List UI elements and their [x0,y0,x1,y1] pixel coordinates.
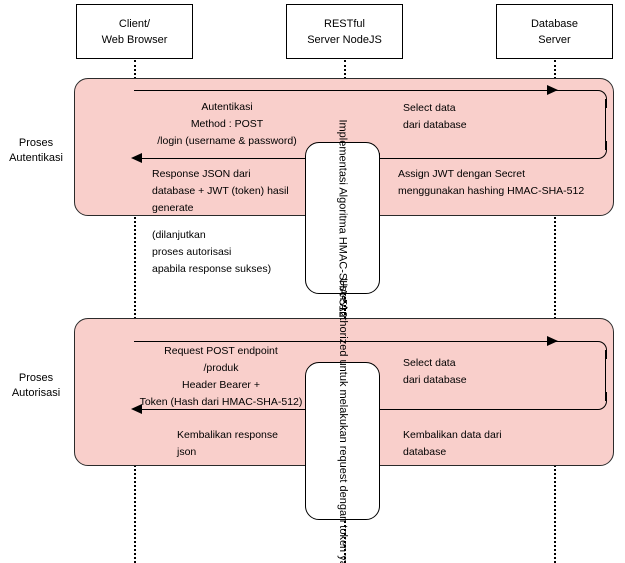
arrow-authz-request-head [547,336,558,346]
arrow-auth-dbreturn-top [554,90,598,91]
message-auth-note: (dilanjutkan proses autorisasi apabila r… [152,229,272,275]
lifeline-server [344,60,346,563]
phase-autorisasi-line1: Proses [18,372,54,384]
phase-autentikasi-line1: Proses [18,137,54,149]
message-auth-request: Autentikasi Method : POST /login (userna… [157,101,297,147]
arrow-auth-dbreturn-corner-top [589,90,607,108]
arrow-auth-dbreturn-bottom [377,158,590,159]
message-auth-response: Response JSON dari database + JWT (token… [152,168,289,214]
phase-autorisasi-line2: Autorisasi [11,387,61,399]
message-auth-assign: Assign JWT dengan Secret menggunakan has… [398,168,585,197]
arrow-authz-response-line [142,409,309,410]
actor-box-client: Client/ Web Browser [76,4,193,59]
actor-client-line1: Client/ [118,17,151,30]
arrow-authz-dbreturn-corner-top [589,341,607,359]
arrow-authz-dbreturn-top [554,341,598,342]
message-auth-select: Select data dari database [403,102,467,131]
arrow-authz-dbreturn-bottom [377,409,590,410]
actor-database-line2: Server [538,33,571,46]
process-box-hmac-implementation: Implementasi Algoritma HMAC-SHA-512 [305,119,380,317]
arrow-auth-response-line [142,158,309,159]
arrow-auth-request-line [134,90,553,91]
actor-server-line1: RESTful [324,17,365,30]
message-authz-db-response: Kembalikan data dari database [403,429,502,458]
arrow-auth-dbreturn-vertical [605,99,606,150]
message-authz-response: Kembalikan response json [177,429,278,458]
actor-box-database: Database Server [496,4,613,59]
lifeline-client [134,60,136,563]
actor-box-server: RESTful Server NodeJS [286,4,403,59]
arrow-authz-response-head [131,404,142,414]
process-box-user-authorized: User Authorized untuk melakukan request … [305,278,380,563]
arrow-authz-dbreturn-vertical [605,350,606,401]
arrow-authz-request-line [134,341,553,342]
phase-label-autorisasi: Proses Autorisasi [0,371,72,401]
arrow-auth-request-head [547,85,558,95]
arrow-auth-response-head [131,153,142,163]
actor-client-line2: Web Browser [101,33,168,46]
lifeline-database [554,60,556,563]
arrow-authz-dbreturn-corner-bottom [589,392,607,410]
process-box-user-authorized-text: User Authorized untuk melakukan request … [337,277,350,563]
actor-server-line2: Server NodeJS [307,33,382,46]
phase-label-autentikasi: Proses Autentikasi [0,136,72,166]
phase-autentikasi-line2: Autentikasi [9,152,63,164]
arrow-auth-dbreturn-corner-bottom [589,141,607,159]
message-authz-request: Request POST endpoint /produk Header Bea… [139,345,303,408]
message-authz-select: Select data dari database [403,357,467,386]
actor-database-line1: Database [530,17,579,30]
